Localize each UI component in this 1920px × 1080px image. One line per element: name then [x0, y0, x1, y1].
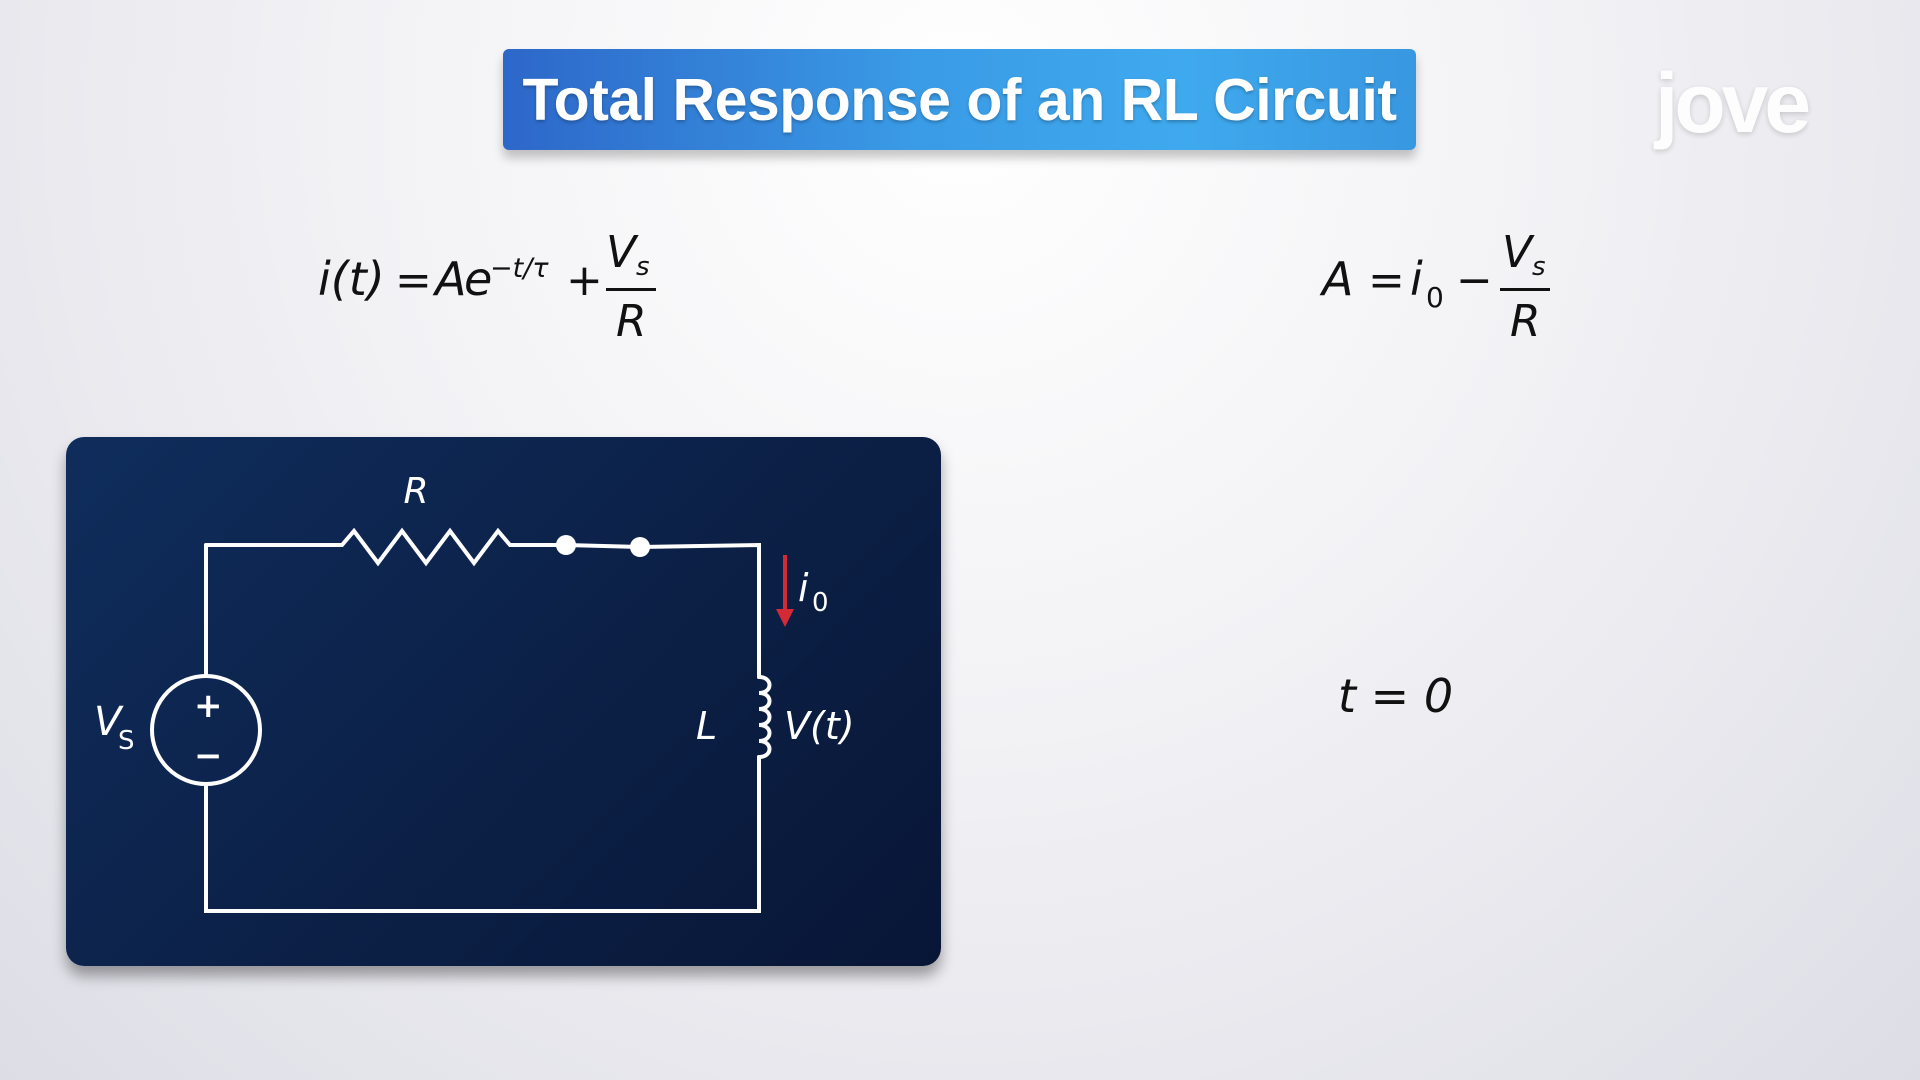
voltage-source	[150, 674, 262, 786]
resistor-label: R	[403, 471, 428, 512]
equation-constant-A: A = i 0 − V s R	[1319, 227, 1550, 347]
eq1-equals: =	[395, 255, 432, 306]
eq2-fraction-bar	[1500, 288, 1550, 291]
logo-text: jove	[1655, 56, 1811, 150]
eq2-numerator-V: V	[1502, 227, 1535, 278]
eq1-e: e	[464, 252, 492, 306]
eq1-plus: +	[566, 255, 603, 306]
eq2-denominator: R	[1510, 296, 1541, 347]
current-arrow-head	[776, 609, 794, 627]
right-bottom-wire	[204, 755, 761, 913]
time-label: t = 0	[1338, 669, 1453, 723]
top-right-wire	[638, 542, 761, 679]
jove-logo: jove	[1655, 55, 1825, 150]
eq2-lhs: A	[1319, 252, 1353, 306]
source-plus-sign: +	[194, 686, 223, 726]
source-label: V	[94, 699, 124, 745]
eq1-fraction-bar	[606, 288, 656, 291]
eq1-lhs: i(t)	[318, 252, 385, 306]
rl-circuit-diagram: R + − V S L V(t) i 0	[94, 471, 855, 913]
eq1-exponent: −t/τ	[490, 253, 549, 284]
title-banner: Total Response of an RL Circuit	[503, 49, 1416, 150]
time-condition: t = 0	[1338, 669, 1453, 723]
switch-terminal-left	[556, 535, 576, 555]
voltage-label: V(t)	[784, 704, 855, 748]
eq2-i-sub: 0	[1426, 281, 1444, 314]
current-label: i	[798, 566, 809, 610]
eq1-numerator-V: V	[606, 227, 639, 278]
source-minus-sign: −	[194, 736, 223, 776]
eq1-denominator: R	[616, 296, 647, 347]
switch-wire	[564, 543, 642, 549]
eq2-i: i	[1410, 252, 1423, 306]
inductor-coil	[757, 675, 772, 759]
circuit-panel: R + − V S L V(t) i 0	[66, 437, 941, 966]
inductor-label: L	[696, 704, 717, 748]
eq2-minus: −	[1456, 255, 1493, 306]
source-label-sub: S	[118, 726, 135, 756]
eq1-numerator-sub: s	[636, 252, 650, 282]
top-wire-resistor	[204, 527, 568, 567]
switch-terminal-right	[630, 537, 650, 557]
eq2-numerator-sub: s	[1532, 252, 1546, 282]
eq1-A: A	[432, 252, 466, 306]
equation-total-response: i(t) = A e −t/τ + V s R	[318, 227, 656, 347]
title: Total Response of an RL Circuit	[522, 66, 1397, 133]
eq2-equals: =	[1368, 255, 1405, 306]
current-label-sub: 0	[812, 588, 829, 618]
